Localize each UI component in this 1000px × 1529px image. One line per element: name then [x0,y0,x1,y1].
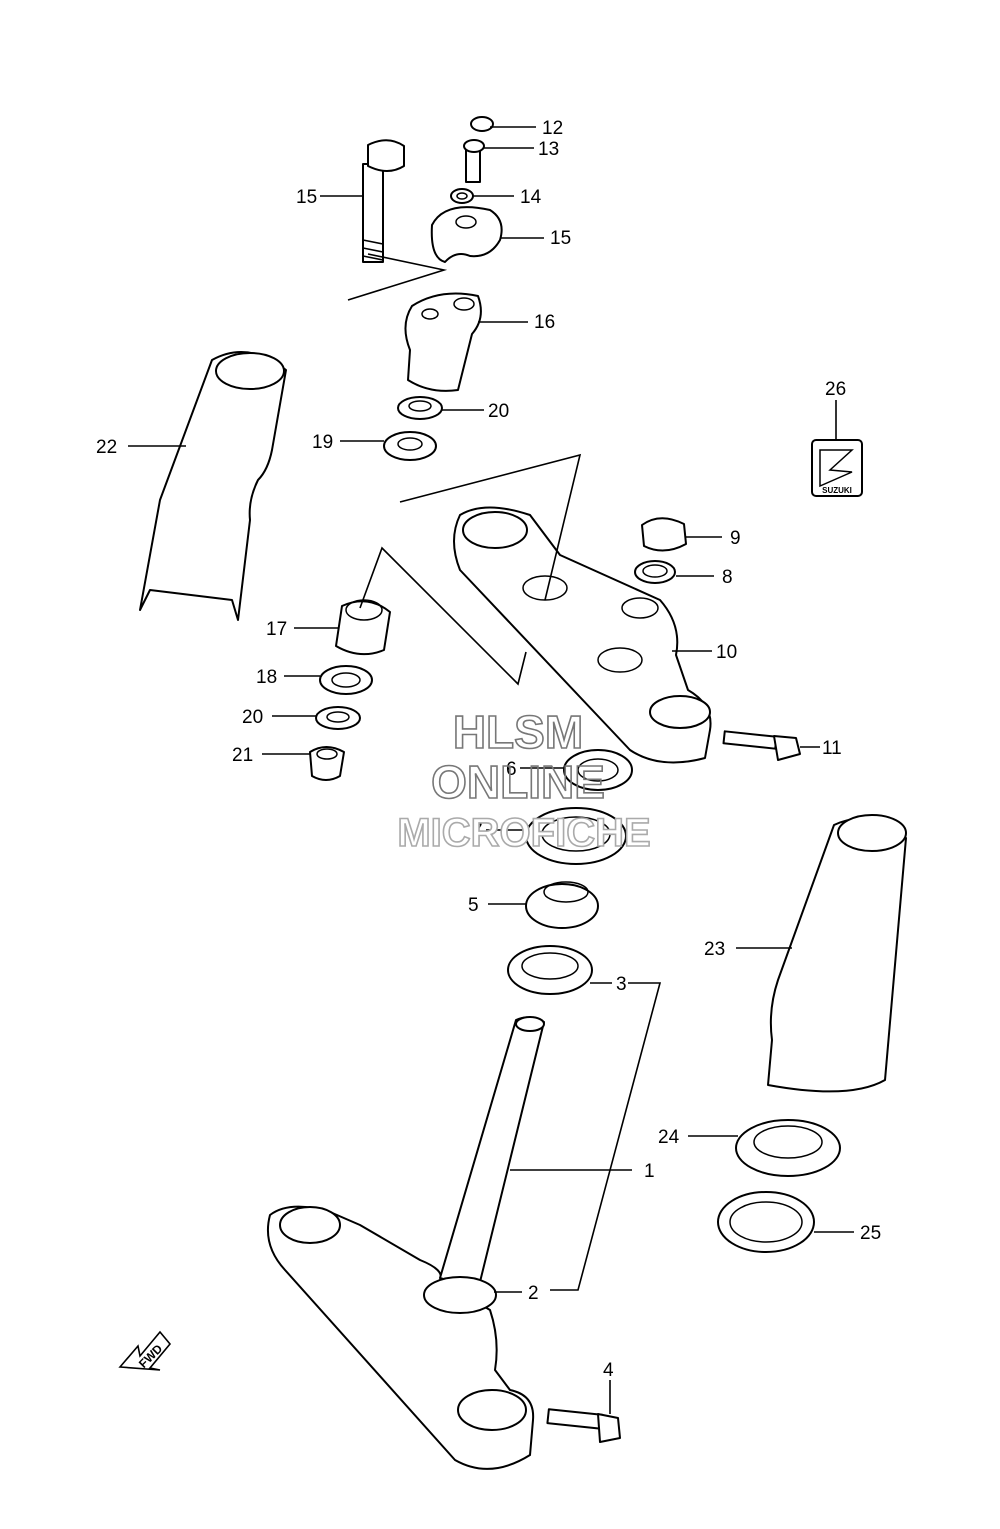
callout-20-upper: 20 [488,401,509,422]
callout-17: 15 [296,187,317,208]
watermark-line-1: HLSM [453,706,583,758]
part-24-lock-nut[interactable] [735,1119,841,1177]
callout-19-upper: 19 [312,432,333,453]
part-26-suzuki-badge[interactable]: SUZUKI [811,439,863,497]
callout-1: 1 [644,1161,655,1182]
part-14-washer[interactable] [450,188,474,204]
part-20-washer-upper[interactable] [397,396,443,420]
callout-24: 24 [658,1127,680,1148]
callout-11: 11 [822,738,842,759]
part-12-cap[interactable] [470,116,494,132]
callout-19-lower: 18 [256,667,277,688]
part-25-washer[interactable] [717,1191,815,1253]
part-19-washer-upper[interactable] [383,431,437,461]
part-9-cap-nut[interactable] [641,517,687,552]
callout-12: 12 [542,118,563,139]
part-4-bolt[interactable] [546,1408,621,1443]
part-22-fork-cover-left[interactable] [139,351,287,621]
part-1-steering-stem[interactable] [266,1016,545,1470]
callout-18: 17 [266,619,287,640]
part-18-collar[interactable] [335,599,391,656]
part-20-washer-lower[interactable] [315,706,361,730]
part-3-bearing-lower[interactable] [507,945,593,995]
watermark: HLSM ONLINE MICROFICHE [397,705,652,856]
part-2-dust-seal-lower[interactable] [423,1276,497,1314]
callout-4: 4 [603,1360,614,1381]
callout-8: 8 [722,567,733,588]
callout-3: 3 [616,974,627,995]
fwd-arrow-icon: FWD [118,1330,172,1371]
callout-26: 26 [825,379,846,400]
part-11-bolt[interactable] [722,730,801,761]
callout-22: 22 [96,437,117,458]
part-13-bolt[interactable] [463,139,485,183]
watermark-line-3: MICROFICHE [397,811,650,855]
part-6-steering-nut[interactable] [563,749,633,791]
callout-10: 10 [716,642,737,663]
callout-25: 25 [860,1223,881,1244]
callout-13: 13 [538,139,559,160]
part-17-bolt[interactable] [362,139,405,263]
part-5-bearing-upper[interactable] [525,881,599,929]
part-19-washer-lower[interactable] [319,665,373,695]
callout-14: 14 [520,187,542,208]
callout-21: 21 [232,745,253,766]
callout-15: 15 [550,228,571,249]
watermark-line-2: ONLINE [431,756,605,808]
callout-20-lower: 20 [242,707,263,728]
callout-2: 2 [528,1283,539,1304]
callout-5: 5 [468,895,479,916]
part-10-upper-bracket[interactable] [453,506,712,764]
suzuki-s-logo-icon [819,449,854,488]
part-21-nut[interactable] [309,746,345,781]
callout-9: 9 [730,528,741,549]
part-16-holder-lower[interactable] [404,292,482,392]
callout-7: 7 [472,821,483,842]
part-23-fork-cover-right[interactable] [767,814,907,1093]
badge-label: SUZUKI [822,486,852,495]
callout-23: 23 [704,939,725,960]
part-8-washer[interactable] [634,560,676,584]
part-15-holder-upper[interactable] [430,206,503,263]
callout-16: 16 [534,312,555,333]
part-7-dust-seal[interactable] [525,807,627,865]
callout-6: 6 [506,759,517,780]
